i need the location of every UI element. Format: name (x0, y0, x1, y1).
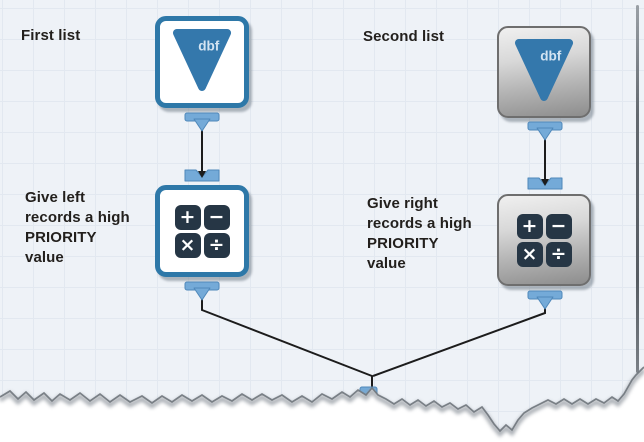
minus-cell: − (203, 204, 230, 230)
left-caption-label: Give left records a high PRIORITY value (25, 189, 130, 266)
input-anchor[interactable] (184, 169, 220, 182)
output-anchor[interactable] (527, 121, 563, 141)
connection-wire-right-formula-down[interactable] (372, 295, 546, 377)
dbf-triangle-icon: dbf (172, 29, 232, 92)
plus-cell: + (516, 213, 543, 239)
dbf-icon-label: dbf (198, 38, 220, 53)
multiply-cell: × (174, 232, 201, 258)
divide-cell: ÷ (545, 241, 572, 267)
multiply-cell: × (516, 241, 543, 267)
input-anchor[interactable] (527, 177, 563, 190)
calculator-icon: + − × ÷ (499, 196, 589, 284)
connection-wire-left-formula-down[interactable] (201, 286, 373, 392)
dbf-icon-label: dbf (540, 48, 562, 63)
plus-cell: + (174, 204, 201, 230)
right-caption-label: Give right records a high PRIORITY value (367, 195, 472, 272)
output-anchor[interactable] (527, 290, 563, 310)
divide-cell: ÷ (203, 232, 230, 258)
tool-formula-right[interactable]: + − × ÷ (497, 194, 591, 286)
tool-dbf-input-second-list[interactable]: dbf (497, 26, 591, 118)
dbf-triangle-icon: dbf (514, 39, 574, 102)
tool-formula-left[interactable]: + − × ÷ (155, 185, 249, 277)
output-anchor[interactable] (184, 112, 220, 132)
second-list-label: Second list (363, 28, 445, 45)
minus-cell: − (545, 213, 572, 239)
tool-dbf-input-first-list[interactable]: dbf (155, 16, 249, 108)
output-anchor[interactable] (184, 281, 220, 301)
canvas-right-edge (636, 5, 639, 373)
first-list-label: First list (21, 27, 81, 44)
join-input-anchor-partial[interactable] (359, 386, 378, 397)
calculator-icon: + − × ÷ (160, 190, 244, 272)
